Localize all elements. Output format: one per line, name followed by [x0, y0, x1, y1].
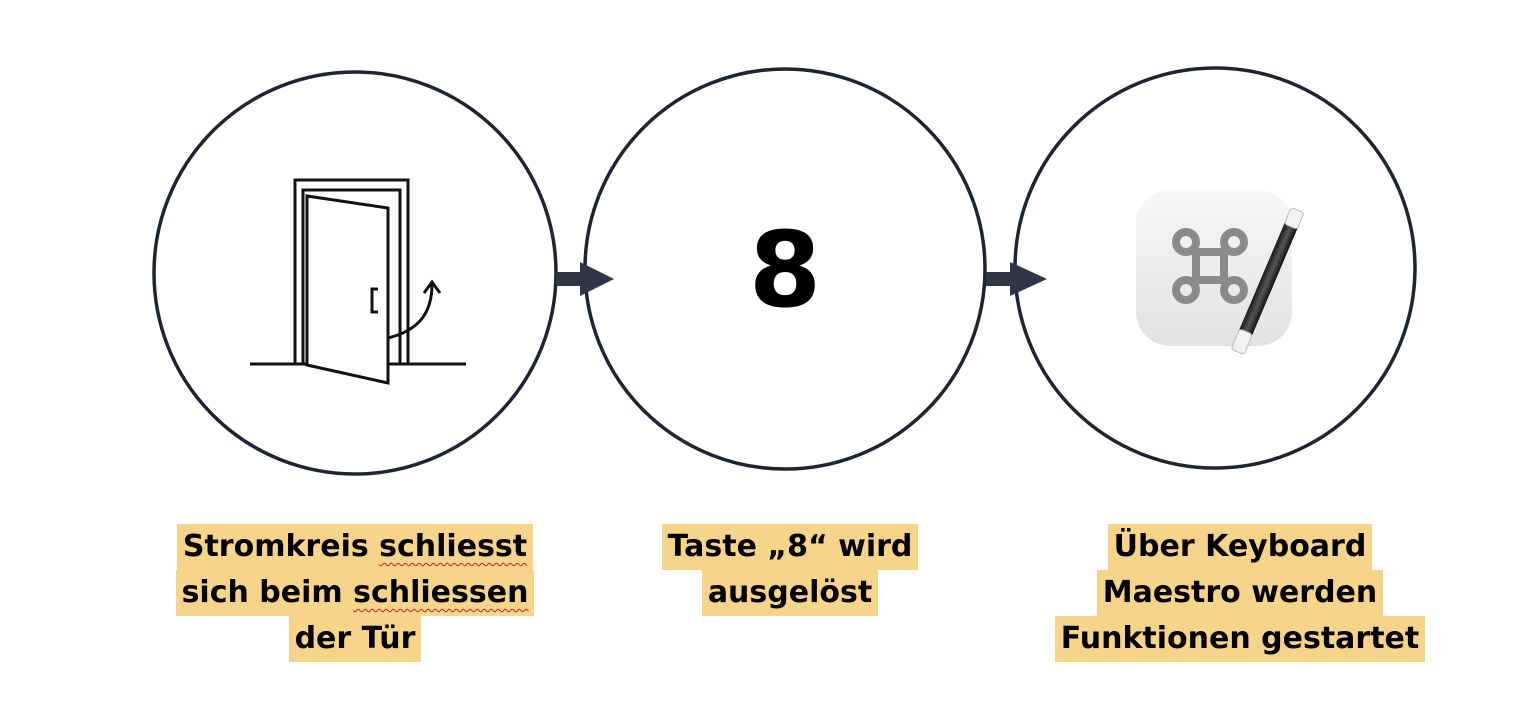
step-2-caption: Taste „8“ wird ausgelöst	[590, 524, 990, 616]
arrow-step-1-to-2	[556, 262, 614, 296]
step-3-caption-line-1: Über Keyboard	[1107, 524, 1373, 570]
step-3-caption-line-2: Maestro werden	[1096, 570, 1384, 616]
step-1-caption: Stromkreis schliesst sich beim schliesse…	[155, 524, 555, 662]
step-1-caption-line-2: sich beim schliessen	[175, 570, 535, 616]
keyboard-maestro-app-icon	[1136, 190, 1304, 355]
step-3-caption: Über Keyboard Maestro werden Funktionen …	[1020, 524, 1460, 662]
arrow-step-2-to-3	[986, 262, 1047, 296]
step-1-caption-line-1: Stromkreis schliesst	[176, 524, 534, 570]
step-1-caption-line-3: der Tür	[288, 616, 422, 662]
door-closing-icon	[250, 178, 466, 385]
step-2-caption-line-2: ausgelöst	[701, 570, 879, 616]
step-3-caption-line-3: Funktionen gestartet	[1054, 616, 1426, 662]
key-digit-8: 8	[748, 209, 822, 331]
step-2-caption-line-1: Taste „8“ wird	[661, 524, 919, 570]
